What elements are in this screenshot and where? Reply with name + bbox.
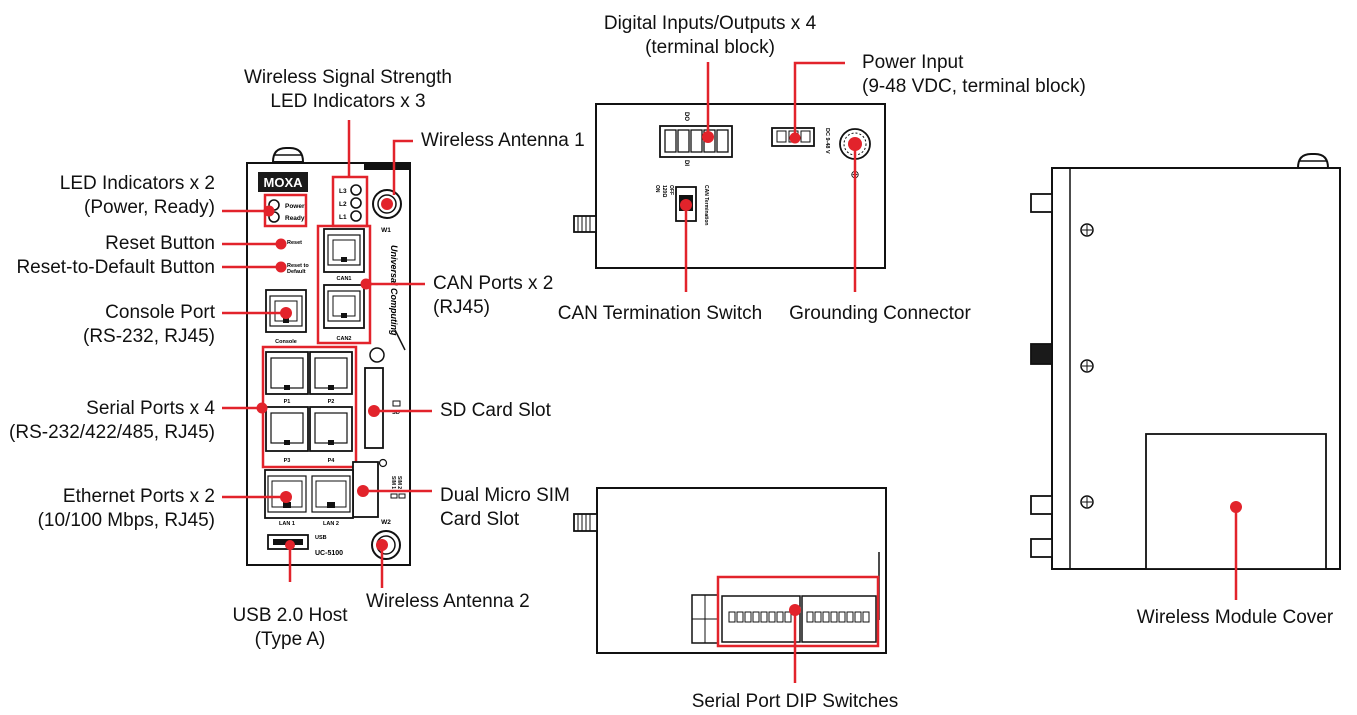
p2-text: P2 <box>328 399 335 405</box>
led-l3-text: L3 <box>339 188 347 195</box>
usb-host-label: USB 2.0 Host (Type A) <box>200 604 380 652</box>
can-term-text: CAN Termination <box>703 185 709 225</box>
wireless-signal-label-line2: LED Indicators x 3 <box>270 91 426 112</box>
ethernet-ports-label-line2: (10/100 Mbps, RJ45) <box>37 510 215 531</box>
top-view: DO DI DC 9-48 V ⊖ ON 120Ω OFF CAN Termin… <box>573 103 886 269</box>
digital-io-label-line2: (terminal block) <box>645 37 775 58</box>
dc-text: DC 9-48 V <box>824 128 830 154</box>
bottom-view <box>573 487 887 654</box>
dual-sim-label-line1: Dual Micro SIM <box>440 485 570 506</box>
leader-lines <box>222 61 1238 683</box>
ethernet-ports-label: Ethernet Ports x 2 (10/100 Mbps, RJ45) <box>0 485 215 533</box>
di-text: DI <box>683 160 689 166</box>
wireless-antenna-1-label: Wireless Antenna 1 <box>421 130 585 151</box>
digital-io-label: Digital Inputs/Outputs x 4 (terminal blo… <box>580 12 840 60</box>
power-input-label-line1: Power Input <box>862 52 964 73</box>
can1-text: CAN1 <box>337 276 352 282</box>
grounding-connector-label: Grounding Connector <box>789 303 971 324</box>
p3-text: P3 <box>284 458 291 464</box>
usb-host-label-line1: USB 2.0 Host <box>232 605 348 626</box>
can2-text: CAN2 <box>337 336 352 342</box>
wireless-signal-label: Wireless Signal Strength LED Indicators … <box>238 66 458 114</box>
led-indicators-label-line1: LED Indicators x 2 <box>59 173 215 194</box>
moxa-logo-text: MOXA <box>264 175 304 190</box>
dual-sim-label: Dual Micro SIM Card Slot <box>440 484 570 532</box>
ethernet-ports-label-line1: Ethernet Ports x 2 <box>62 486 215 507</box>
reset-default-text-2: Default <box>287 269 306 275</box>
led-ready-text: Ready <box>285 215 305 222</box>
svg-text:SIM 2: SIM 2 <box>396 476 402 489</box>
on-text: ON <box>654 185 660 193</box>
w1-text: W1 <box>381 227 391 234</box>
p1-text: P1 <box>284 399 291 405</box>
led-l1-text: L1 <box>339 214 347 221</box>
wireless-signal-label-line1: Wireless Signal Strength <box>243 67 453 88</box>
serial-ports-label-line2: (RS-232/422/485, RJ45) <box>9 422 215 443</box>
serial-dip-label: Serial Port DIP Switches <box>691 691 899 712</box>
console-port-label: Console Port (RS-232, RJ45) <box>0 301 215 349</box>
dip-switch-highlight <box>716 575 880 648</box>
serial-ports-label-line1: Serial Ports x 4 <box>86 398 215 419</box>
usb-host-label-line2: (Type A) <box>254 629 326 650</box>
do-text: DO <box>683 112 689 121</box>
can-ports-label-line2: (RJ45) <box>433 297 491 318</box>
svg-text:SIM 1: SIM 1 <box>390 476 396 489</box>
moxa-logo <box>258 172 308 192</box>
console-port-label-line2: (RS-232, RJ45) <box>83 326 215 347</box>
svg-text:SD: SD <box>392 410 400 416</box>
led-indicators-label-line2: (Power, Ready) <box>84 197 215 218</box>
wireless-antenna-2-label: Wireless Antenna 2 <box>366 591 530 612</box>
can-termination-label: CAN Termination Switch <box>557 303 763 324</box>
led-l2-text: L2 <box>339 201 347 208</box>
serial-ports-label: Serial Ports x 4 (RS-232/422/485, RJ45) <box>0 397 215 445</box>
led-indicators-label: LED Indicators x 2 (Power, Ready) <box>0 172 215 220</box>
reset-text: Reset <box>287 240 302 246</box>
ohm-text: 120Ω <box>661 185 667 197</box>
universal-computing-text: Universal Computing <box>389 245 399 336</box>
reset-button-label: Reset Button <box>105 233 215 254</box>
side-view <box>1030 153 1341 570</box>
off-text: OFF <box>668 185 674 195</box>
dual-sim-label-line2: Card Slot <box>440 509 520 530</box>
can-ports-label: CAN Ports x 2 (RJ45) <box>433 272 553 320</box>
sd-card-slot-label: SD Card Slot <box>440 400 551 421</box>
console-text: Console <box>275 339 297 345</box>
reset-default-text-1: Reset to <box>287 263 309 269</box>
leader-dots <box>256 131 1242 616</box>
power-input-label: Power Input (9-48 VDC, terminal block) <box>862 51 1086 99</box>
lan1-text: LAN 1 <box>279 521 295 527</box>
reset-default-button-label: Reset-to-Default Button <box>16 257 215 278</box>
p4-text: P4 <box>328 458 336 464</box>
lan2-text: LAN 2 <box>323 521 339 527</box>
model-text: UC-5100 <box>315 550 343 557</box>
led-power-text: Power <box>285 203 305 210</box>
digital-io-label-line1: Digital Inputs/Outputs x 4 <box>603 13 817 34</box>
usb-text: USB <box>315 535 327 541</box>
console-port-label-line1: Console Port <box>105 302 215 323</box>
w2-text: W2 <box>381 519 391 526</box>
can-ports-label-line1: CAN Ports x 2 <box>433 273 554 294</box>
power-input-label-line2: (9-48 VDC, terminal block) <box>862 76 1086 97</box>
wireless-cover-label: Wireless Module Cover <box>1136 607 1334 628</box>
